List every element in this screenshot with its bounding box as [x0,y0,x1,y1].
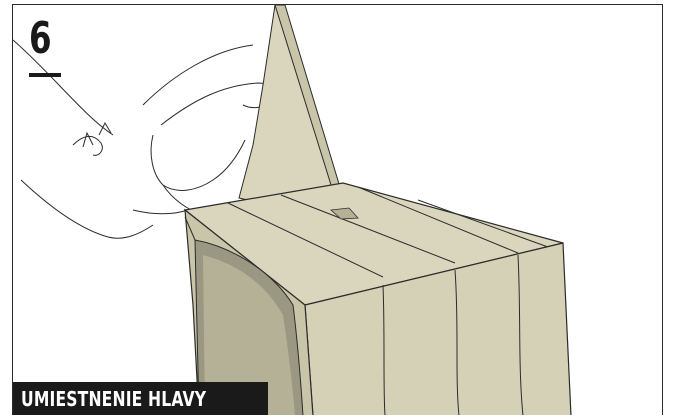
assembly-illustration [13,5,663,415]
step-number: 6 [29,17,52,61]
step-caption: UMIESTNENIE HLAVY [13,382,268,415]
step-number-underline [29,73,61,77]
illustration-panel: 6 UMIESTNENIE HLAVY [12,4,663,415]
step-caption-text: UMIESTNENIE HLAVY [21,387,206,411]
